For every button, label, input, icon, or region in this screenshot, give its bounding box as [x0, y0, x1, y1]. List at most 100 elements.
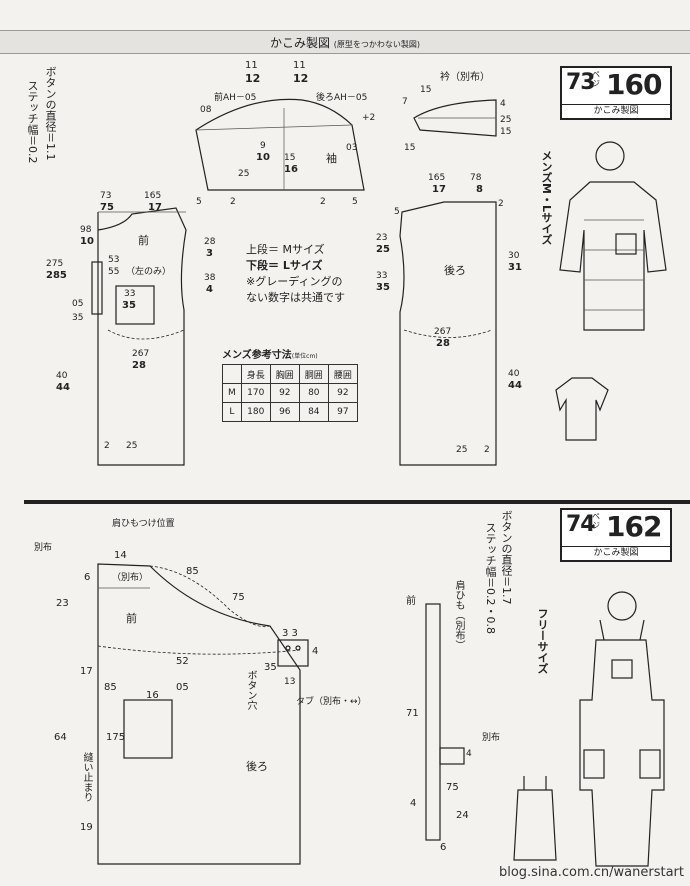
- stitch-note-bottom: ステッチ幅＝0.2・0.8: [484, 522, 497, 634]
- svg-text:73: 73: [100, 191, 111, 201]
- svg-text:28: 28: [436, 338, 450, 349]
- svg-text:25: 25: [376, 244, 390, 255]
- svg-text:4: 4: [410, 798, 416, 809]
- svg-text:25: 25: [456, 445, 467, 455]
- svg-text:165: 165: [144, 191, 161, 201]
- svg-text:35: 35: [122, 300, 136, 311]
- svg-text:14: 14: [114, 550, 127, 561]
- svg-text:44: 44: [56, 382, 70, 393]
- strap-pattern: 前 71 75 4 24 6 別布 4: [406, 594, 500, 853]
- sew-stop-label: 縫い止まり: [81, 752, 92, 802]
- svg-text:3: 3: [206, 248, 213, 259]
- free-size-label: フリーサイズ: [536, 608, 549, 674]
- button-note-top: ボタンの直径＝1.1: [44, 66, 57, 161]
- badge-subtitle: かこみ製図: [562, 104, 670, 118]
- svg-text:267: 267: [434, 327, 451, 337]
- tab-label: タブ（別布・↔）: [296, 695, 367, 707]
- svg-text:33: 33: [124, 289, 135, 299]
- header-bar: かこみ製図 (原型をつかわない製図): [0, 30, 690, 54]
- front-label-top: 前: [138, 233, 149, 247]
- front-label-bottom: 前: [126, 611, 137, 625]
- svg-text:285: 285: [46, 270, 67, 281]
- svg-text:05: 05: [176, 682, 189, 693]
- strap-label: 肩ひも（別布）: [453, 580, 464, 650]
- svg-text:2: 2: [320, 197, 326, 207]
- svg-text:267: 267: [132, 349, 149, 359]
- svg-text:05: 05: [72, 299, 83, 309]
- badge-subtitle: かこみ製図: [562, 546, 670, 560]
- svg-text:75: 75: [446, 782, 459, 793]
- svg-text:10: 10: [256, 152, 270, 163]
- sleeve-label: 袖: [326, 151, 337, 165]
- svg-text:15: 15: [420, 85, 431, 95]
- stitch-note-top: ステッチ幅＝0.2: [26, 80, 39, 164]
- left-only-label: （左のみ）: [126, 265, 171, 277]
- size-table-title: メンズ参考寸法(単位cm): [222, 350, 318, 361]
- svg-text:35: 35: [264, 662, 277, 673]
- svg-text:2: 2: [484, 445, 490, 455]
- svg-text:28: 28: [132, 360, 146, 371]
- svg-text:31: 31: [508, 262, 522, 273]
- svg-text:40: 40: [56, 371, 68, 381]
- svg-text:4: 4: [466, 749, 472, 759]
- separate-cloth-label: （別布）: [112, 571, 148, 583]
- svg-text:11: 11: [293, 60, 306, 71]
- svg-text:2: 2: [104, 441, 110, 451]
- svg-text:16: 16: [146, 690, 159, 701]
- svg-text:16: 16: [284, 164, 298, 175]
- svg-text:75: 75: [232, 592, 245, 603]
- back-label-bottom: 後ろ: [246, 759, 268, 773]
- badge-page: ペジ: [592, 70, 600, 88]
- front-ah-label: 前AH－05: [214, 91, 256, 103]
- svg-text:78: 78: [470, 173, 482, 183]
- svg-text:4: 4: [500, 99, 506, 109]
- svg-text:12: 12: [245, 72, 260, 85]
- badge-page: ペジ: [592, 512, 600, 530]
- strap-front-label: 前: [406, 594, 416, 607]
- svg-text:25: 25: [238, 169, 249, 179]
- svg-text:38: 38: [204, 273, 216, 283]
- svg-text:3 3: 3 3: [282, 628, 298, 639]
- svg-text:23: 23: [376, 233, 387, 243]
- svg-text:5: 5: [352, 197, 358, 207]
- svg-text:165: 165: [428, 173, 445, 183]
- svg-text:64: 64: [54, 732, 67, 743]
- pattern-badge-bottom: 74 ペジ 162 かこみ製図: [560, 508, 672, 562]
- svg-text:24: 24: [456, 810, 469, 821]
- svg-text:15: 15: [404, 143, 415, 153]
- svg-text:4: 4: [312, 646, 318, 657]
- svg-text:40: 40: [508, 369, 520, 379]
- collar-label: 衿（別布）: [440, 70, 490, 83]
- svg-text:11: 11: [245, 60, 258, 71]
- svg-text:5: 5: [196, 197, 202, 207]
- strap-position-label: 肩ひもつけ位置: [112, 517, 175, 529]
- page-title: かこみ製図 (原型をつかわない製図): [269, 36, 421, 50]
- back-ah-label: 後ろAH－05: [316, 91, 367, 103]
- svg-text:15: 15: [284, 153, 295, 163]
- svg-text:23: 23: [56, 598, 69, 609]
- svg-text:+2: +2: [362, 113, 375, 123]
- svg-text:4: 4: [206, 284, 213, 295]
- button-note-bottom: ボタンの直径＝1.7: [500, 510, 513, 605]
- svg-text:17: 17: [148, 202, 162, 213]
- model-size-label: メンズM・Lサイズ: [540, 150, 553, 245]
- table-header-row: 身長胸囲胴囲腰囲: [222, 364, 358, 384]
- svg-text:85: 85: [186, 566, 199, 577]
- svg-text:28: 28: [204, 237, 216, 247]
- badge-page-number: 162: [606, 510, 662, 543]
- sep-label-left: 別布: [34, 541, 52, 553]
- svg-text:275: 275: [46, 259, 63, 269]
- svg-text:30: 30: [508, 251, 520, 261]
- footer-url: blog.sina.com.cn/wanerstart: [498, 865, 684, 880]
- badge-number: 73: [566, 70, 596, 95]
- svg-text:6: 6: [84, 572, 90, 583]
- svg-text:13: 13: [284, 677, 295, 687]
- svg-text:25: 25: [126, 441, 137, 451]
- apron-illustration: [513, 591, 665, 867]
- svg-text:98: 98: [80, 225, 92, 235]
- svg-text:175: 175: [106, 732, 125, 743]
- svg-text:5: 5: [394, 207, 400, 217]
